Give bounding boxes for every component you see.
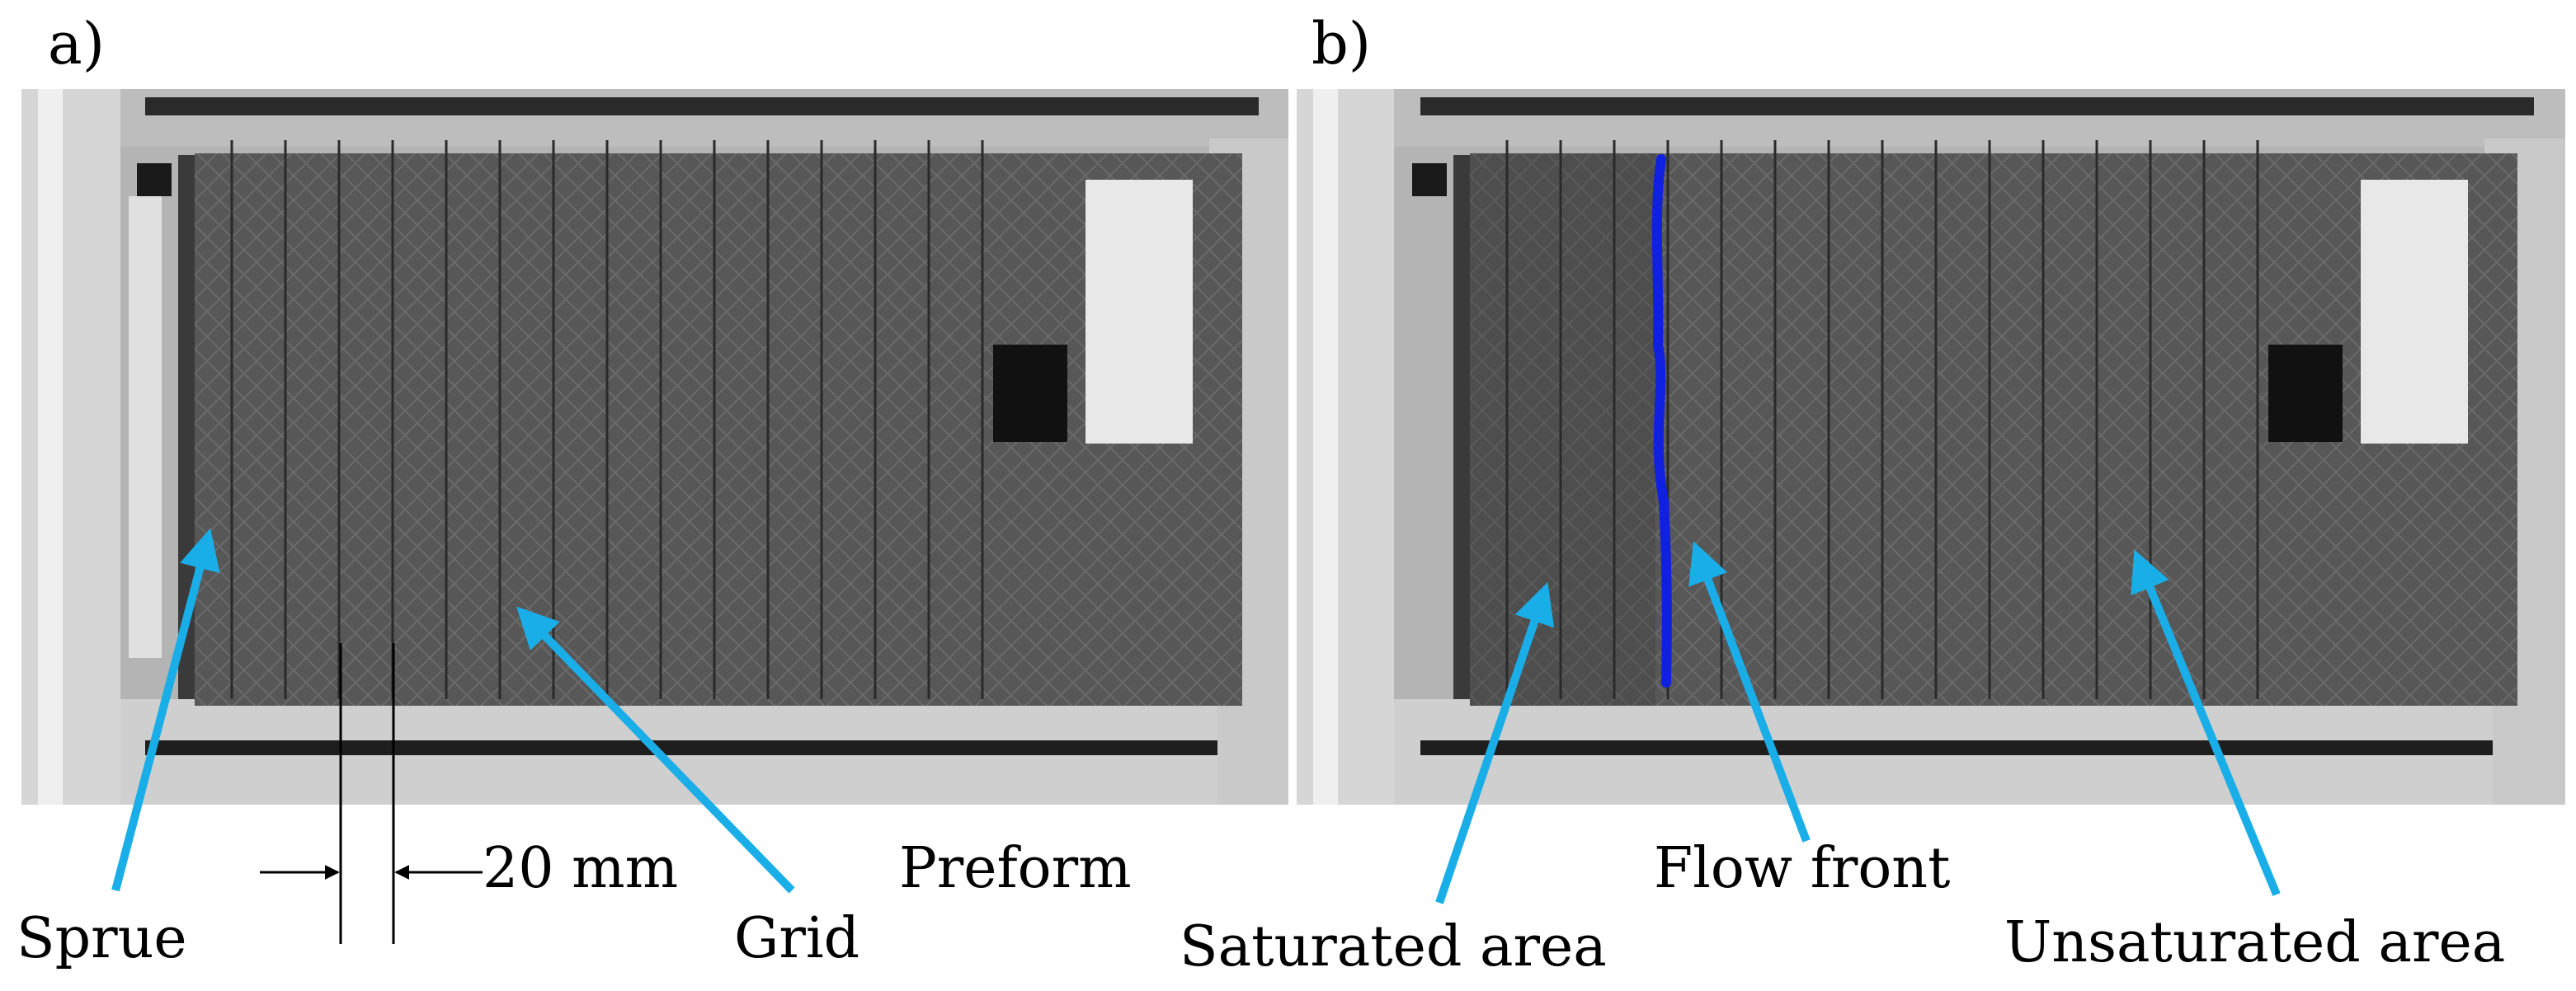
flow-front-line xyxy=(1651,154,1672,688)
dimension-marker xyxy=(260,643,483,944)
label-unsaturated-area: Unsaturated area xyxy=(2004,910,2506,975)
label-dimension: 20 mm xyxy=(483,836,679,901)
arrow-flow-front xyxy=(1688,541,1811,843)
photo-a-image xyxy=(21,89,1288,805)
panel-a-label: a) xyxy=(48,10,106,77)
arrow-sprue xyxy=(111,528,220,892)
label-sprue: Sprue xyxy=(16,906,187,971)
photo-b-image xyxy=(1297,89,2565,805)
arrow-saturated xyxy=(1435,582,1555,904)
label-saturated-area: Saturated area xyxy=(1180,914,1607,979)
label-flow-front: Flow front xyxy=(1654,836,1951,901)
label-preform: Preform xyxy=(899,836,1132,901)
label-grid: Grid xyxy=(734,906,860,971)
photo-panel-a xyxy=(21,89,1288,805)
arrow-grid xyxy=(516,606,795,894)
panel-b-label: b) xyxy=(1312,10,1372,77)
arrow-unsaturated xyxy=(2131,549,2281,896)
photo-panel-b xyxy=(1297,89,2565,805)
